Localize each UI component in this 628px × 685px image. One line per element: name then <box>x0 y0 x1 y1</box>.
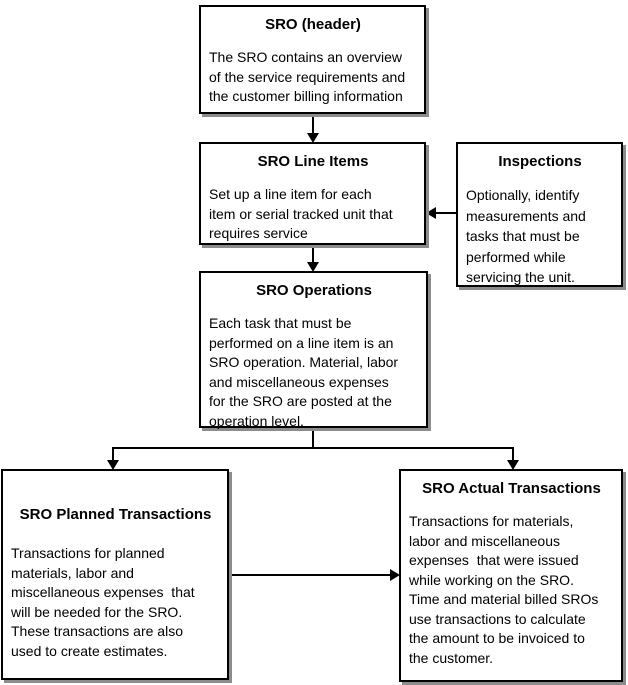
inspections-box: Inspections Optionally, identify measure… <box>456 142 623 287</box>
inspections-title: Inspections <box>498 153 582 170</box>
sro-planned-transactions-box: SRO Planned Transactions Transactions fo… <box>1 469 229 680</box>
sro-header-description: The SRO contains an overview of the serv… <box>209 49 406 104</box>
sro-operations-box: SRO Operations Each task that must be pe… <box>199 271 428 429</box>
sro-line-items-box: SRO Line Items Set up a line item for ea… <box>199 142 426 245</box>
arrow-planned-to-actual <box>229 569 400 581</box>
arrow-header-to-line-items <box>307 112 319 143</box>
sro-operations-description: Each task that must be performed on a li… <box>209 315 399 429</box>
arrow-line-items-to-operations <box>307 244 319 272</box>
inspections-description: Optionally, identify measurements and ta… <box>466 187 586 285</box>
arrow-operations-split <box>107 427 519 470</box>
sro-header-box: SRO (header) The SRO contains an overvie… <box>199 5 426 114</box>
arrow-inspections-to-line-items <box>426 207 458 219</box>
sro-actual-transactions-description: Transactions for materials, labor and mi… <box>409 513 599 666</box>
sro-header-title: SRO (header) <box>265 16 361 33</box>
sro-actual-transactions-box: SRO Actual Transactions Transactions for… <box>399 469 623 682</box>
sro-line-items-description: Set up a line item for each item or seri… <box>209 186 393 241</box>
sro-operations-title: SRO Operations <box>256 282 372 299</box>
sro-planned-transactions-title: SRO Planned Transactions <box>19 506 212 523</box>
sro-actual-transactions-title: SRO Actual Transactions <box>422 480 601 497</box>
sro-planned-transactions-description: Transactions for planned materials, labo… <box>11 545 195 659</box>
sro-line-items-title: SRO Line Items <box>257 153 369 170</box>
